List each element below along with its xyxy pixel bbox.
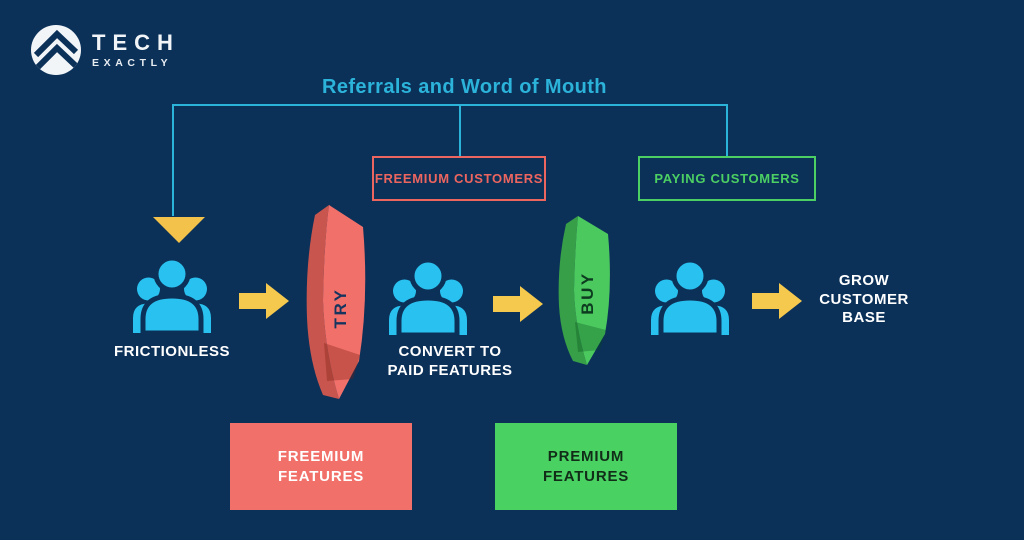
brand-name-bottom: EXACTLY [92, 56, 173, 69]
users-group-icon-frictionless [132, 255, 212, 333]
mountain-peaks-circle-icon [30, 24, 82, 76]
buy-gate-label: BUY [578, 271, 597, 314]
convert-label-line1: CONVERT TO [398, 343, 502, 360]
grow-label-line3: BASE [842, 309, 886, 326]
convert-label-line2: PAID FEATURES [387, 362, 513, 379]
right-block-arrow-icon-3 [752, 283, 802, 319]
frictionless-label: FRICTIONLESS [113, 343, 230, 360]
premium-features-line2: FEATURES [542, 467, 630, 485]
right-block-arrow-icon-2 [493, 286, 543, 322]
buy-gate: BUY [551, 214, 613, 366]
freemium-features-box: FREEMIUM FEATURES [230, 423, 412, 510]
try-gate-label: TRY [331, 288, 350, 329]
connector-freemium-drop-line [459, 104, 461, 157]
freemium-features-line2: FEATURES [277, 467, 365, 485]
premium-features-line1: PREMIUM [547, 447, 625, 465]
freemium-features-line1: FREEMIUM [277, 447, 365, 465]
brand-name-top: TECH [92, 29, 180, 55]
grow-label-line1: GROW [838, 272, 890, 289]
brand-name: TECH EXACTLY [92, 29, 180, 70]
connector-paying-drop-line [726, 104, 728, 157]
grow-customer-base-label: GROW CUSTOMER BASE [790, 272, 938, 328]
try-gate: TRY [297, 203, 369, 401]
connector-left-drop-line [172, 104, 174, 216]
brand-logo: TECH EXACTLY [30, 24, 180, 76]
connector-horizontal-line [172, 104, 727, 106]
freemium-customers-box: FREEMIUM CUSTOMERS [372, 156, 546, 201]
convert-label: CONVERT TO PAID FEATURES [368, 342, 532, 380]
down-triangle-arrow-icon [153, 217, 205, 243]
right-block-arrow-icon-1 [239, 283, 289, 319]
paying-customers-box: PAYING CUSTOMERS [638, 156, 816, 201]
diagram-title: Referrals and Word of Mouth [322, 76, 607, 98]
users-group-icon-grow [650, 257, 730, 335]
premium-features-box: PREMIUM FEATURES [495, 423, 677, 510]
users-group-icon-convert [388, 257, 468, 335]
grow-label-line2: CUSTOMER [819, 290, 909, 308]
